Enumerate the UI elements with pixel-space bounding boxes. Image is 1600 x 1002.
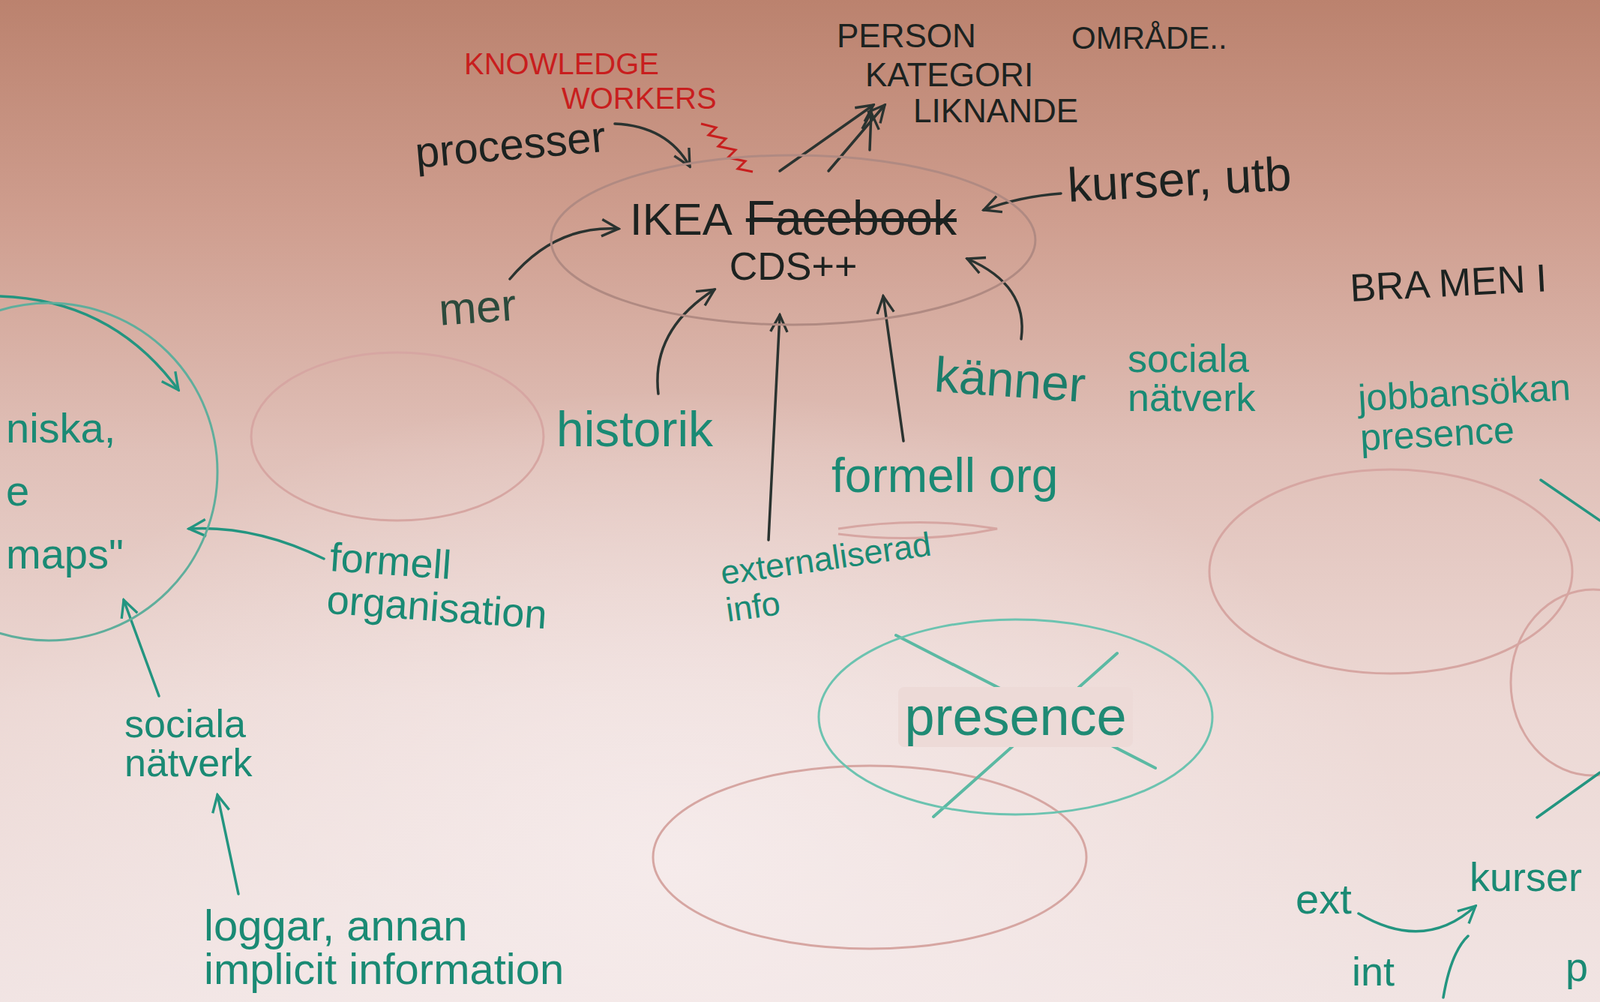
node-content: presence (898, 686, 1133, 747)
whiteboard-note: sociala nätverk (1127, 338, 1267, 417)
cross-out (895, 635, 1156, 817)
whiteboard-note: OMRÅDE.. (1071, 20, 1228, 56)
whiteboard-note: processer (413, 112, 608, 177)
arrow (0, 296, 179, 390)
line (1537, 772, 1600, 818)
text-row: niska, e maps" (5, 396, 130, 586)
teal-arrows (0, 296, 1600, 998)
idea-ellipse: IKEA FacebookCDS++ (548, 152, 1038, 327)
text-row: presence (898, 686, 1133, 747)
whiteboard-note: int (1351, 950, 1395, 992)
whiteboard-note: formell organisation (325, 535, 564, 637)
node-content: IKEA FacebookCDS++ (629, 191, 957, 288)
whiteboard-note: mer (437, 280, 519, 336)
empty-ellipse (653, 765, 1087, 949)
whiteboard-note: LIKNANDE (913, 92, 1079, 129)
empty-ellipse (251, 352, 544, 521)
line (1443, 935, 1469, 998)
arrow (657, 289, 715, 394)
text-row: CDS++ (629, 245, 957, 288)
whiteboard-note: ext (1295, 875, 1352, 923)
whiteboard-note: historik (556, 401, 714, 457)
line (1540, 479, 1600, 521)
arrow (217, 794, 239, 894)
red-zigzag (701, 123, 753, 172)
arrow (614, 123, 690, 167)
whiteboard-note: BRA MEN I (1348, 256, 1549, 310)
whiteboard-note: formell org (831, 449, 1058, 502)
whiteboard-note: kurser (1469, 854, 1583, 899)
arrow (188, 528, 324, 560)
node-label: IKEA (629, 194, 733, 245)
whiteboard-note: p (1565, 946, 1589, 987)
line (768, 314, 780, 540)
arrow (509, 228, 619, 279)
whiteboard-note: jobbansökan presence (1357, 366, 1586, 458)
arrow (869, 112, 872, 150)
whiteboard-note: loggar, annan implicit information (203, 903, 579, 991)
node-label: presence (898, 686, 1133, 747)
text-row: IKEA Facebook (629, 191, 957, 245)
whiteboard-note: KNOWLEDGE WORKERS (464, 46, 787, 116)
outline-ellipse (818, 619, 1213, 815)
node-label: niska, e maps" (5, 396, 130, 586)
crossed-ellipse: presence (816, 617, 1215, 817)
whiteboard-note: PERSON (836, 17, 977, 54)
node-label: CDS++ (729, 245, 858, 288)
whiteboard-note: KATEGORI (865, 56, 1034, 93)
dark-arrows (509, 104, 1061, 540)
whiteboard-note: känner (932, 347, 1088, 412)
arrow (983, 193, 1061, 210)
outline-ellipse (551, 155, 1036, 325)
arrow (779, 104, 874, 171)
node-outline (0, 300, 220, 643)
whiteboard-note: sociala nätverk (124, 704, 275, 783)
arrow (967, 258, 1022, 339)
outline-ellipse (0, 302, 218, 641)
empty-ellipse (1510, 589, 1600, 776)
empty-ellipses (251, 352, 1600, 949)
whiteboard-note: kurser, utb (1066, 146, 1293, 212)
arrow (1358, 905, 1476, 932)
whiteboard-note: externaliserad info (718, 523, 952, 629)
topic-circle: niska, e maps" (0, 300, 220, 643)
node-label: Facebook (746, 191, 957, 245)
arrow (123, 599, 159, 696)
node-content: niska, e maps" (5, 396, 130, 586)
